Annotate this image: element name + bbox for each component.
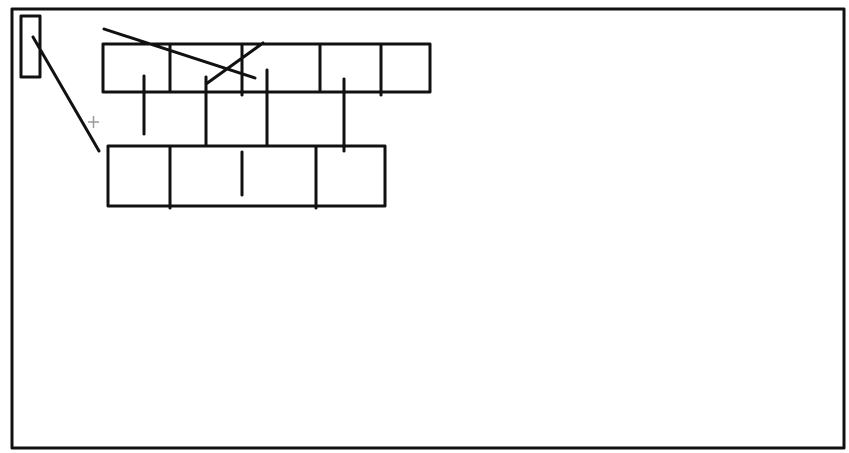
bottom-box-outline[interactable] (106, 144, 387, 208)
canvas-border (10, 7, 846, 450)
cross-stroke-ascending[interactable] (204, 41, 265, 86)
diagonal-stroke-long[interactable] (31, 35, 101, 153)
bottom-box-row[interactable] (106, 144, 387, 210)
cross-stroke-descending[interactable] (102, 27, 257, 80)
crosshair-cursor-icon (88, 116, 99, 128)
